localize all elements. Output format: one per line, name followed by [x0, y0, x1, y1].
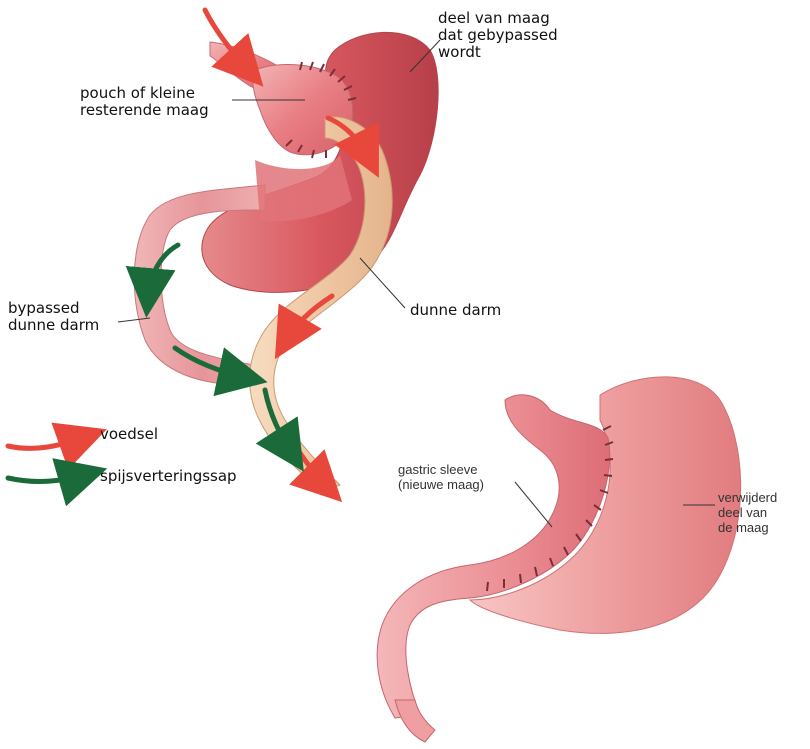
legend-food-arrow [8, 436, 88, 448]
bypassed-intestine-label-line-1: bypassed [8, 300, 99, 317]
bypassed-stomach-label-line-2: dat gebypassed [438, 27, 558, 44]
pouch-label-line-1: pouch of kleine [80, 85, 209, 102]
gastric-sleeve-label-line-2: (nieuwe maag) [398, 477, 484, 492]
legend-juice-arrow [8, 474, 88, 481]
bypassed-stomach-label-line-1: deel van maag [438, 10, 558, 27]
removed-part-label-line-1: verwijderd [718, 490, 777, 505]
bypassed-stomach-label-line-3: wordt [438, 44, 558, 61]
legend-juice-label: spijsverteringssap [100, 468, 237, 485]
small-intestine-label: dunne darm [410, 302, 501, 319]
legend-food-label: voedsel [100, 426, 158, 443]
gastric-sleeve-label: gastric sleeve (nieuwe maag) [398, 462, 484, 492]
bypassed-intestine-label: bypassed dunne darm [8, 300, 99, 334]
pouch-label: pouch of kleine resterende maag [80, 85, 209, 119]
removed-part-label: verwijderd deel van de maag [718, 490, 777, 535]
bypassed-intestine-label-line-2: dunne darm [8, 317, 99, 334]
gastric-sleeve-label-line-1: gastric sleeve [398, 462, 484, 477]
removed-part-label-line-2: deel van [718, 505, 777, 520]
bypassed-stomach-label: deel van maag dat gebypassed wordt [438, 10, 558, 61]
removed-part-label-line-3: de maag [718, 520, 777, 535]
pouch-label-line-2: resterende maag [80, 102, 209, 119]
